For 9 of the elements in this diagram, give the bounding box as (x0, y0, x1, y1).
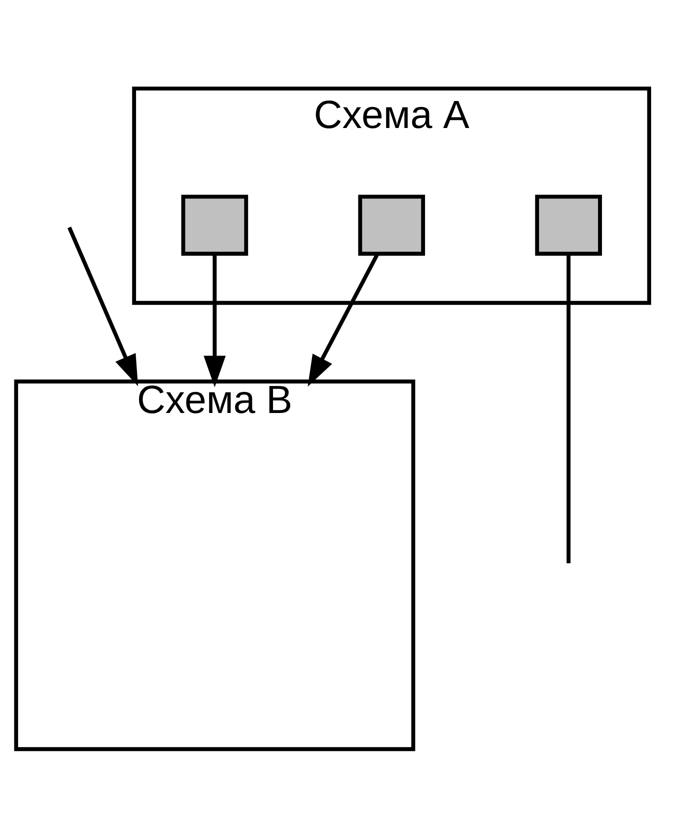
node-box (181, 194, 248, 256)
node-box (358, 194, 426, 256)
connector (566, 254, 570, 564)
cluster: Схема A (132, 86, 652, 305)
node-box (535, 194, 602, 256)
arrow (204, 254, 226, 388)
arrow (308, 253, 380, 387)
node-box: Схема B (14, 380, 416, 752)
arrow (68, 226, 138, 386)
